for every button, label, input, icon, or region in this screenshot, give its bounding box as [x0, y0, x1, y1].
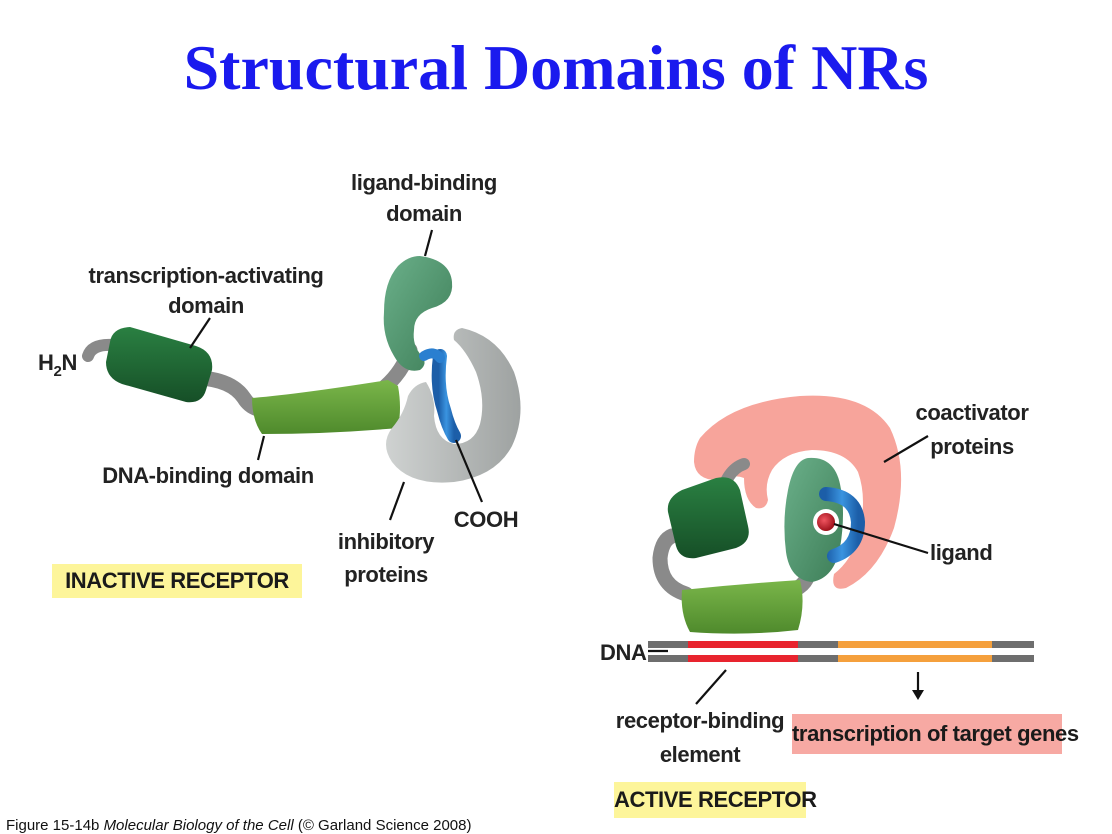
cooh-helix-active	[819, 487, 866, 563]
page-title: Structural Domains of NRs	[183, 32, 929, 103]
label-coact-line2: proteins	[930, 434, 1014, 459]
label-ligand: ligand	[930, 540, 992, 565]
label-tad-line1: transcription-activating	[89, 263, 324, 288]
ligand-binding-domain-inactive	[383, 256, 453, 371]
label-dna: DNA	[600, 640, 647, 665]
active-leader-lines	[648, 435, 929, 705]
label-inhib-line1: inhibitory	[338, 529, 435, 554]
linker-active-left	[652, 528, 694, 602]
label-lbd-line2: domain	[386, 201, 462, 226]
figure-caption: Figure 15-14b Molecular Biology of the C…	[6, 817, 472, 834]
active-labels: coactivator proteins ligand DNA receptor…	[600, 400, 1030, 767]
label-h2n: H2N	[38, 350, 77, 380]
cooh-helix-inactive	[431, 349, 461, 443]
transcription-activating-domain	[106, 327, 213, 403]
n-terminal-tail	[82, 338, 118, 362]
label-rbe-line2: element	[660, 742, 741, 767]
label-dna-binding-domain: DNA-binding domain	[102, 463, 314, 488]
dna-double-strand	[648, 641, 1034, 662]
label-tad-line2: domain	[168, 293, 244, 318]
dna-binding-domain-active	[681, 580, 803, 634]
receptor-binding-element	[688, 641, 798, 648]
down-arrow-icon	[912, 672, 924, 700]
cooh-helix-connector	[419, 348, 445, 363]
label-cooh: COOH	[454, 507, 518, 532]
label-inhib-line2: proteins	[344, 562, 428, 587]
label-coact-line1: coactivator	[916, 400, 1030, 425]
active-receptor-badge: ACTIVE RECEPTOR	[614, 782, 817, 818]
target-gene-segment	[838, 641, 992, 648]
inactive-labels: H2N transcription-activating domain liga…	[38, 170, 519, 587]
transcription-target-genes-badge: transcription of target genes	[792, 714, 1079, 754]
label-lbd-line1: ligand-binding	[351, 170, 497, 195]
dna-binding-domain	[252, 380, 400, 434]
inactive-receptor-badge: INACTIVE RECEPTOR	[52, 564, 302, 598]
inhibitory-protein-inactive	[386, 328, 521, 483]
coactivator-proteins	[694, 395, 902, 589]
inactive-leader-lines	[189, 229, 484, 521]
label-rbe-line1: receptor-binding	[616, 708, 784, 733]
active-receptor-illustration	[648, 395, 1034, 662]
inactive-receptor-illustration	[82, 256, 521, 483]
transcription-activating-domain-active	[667, 477, 749, 559]
